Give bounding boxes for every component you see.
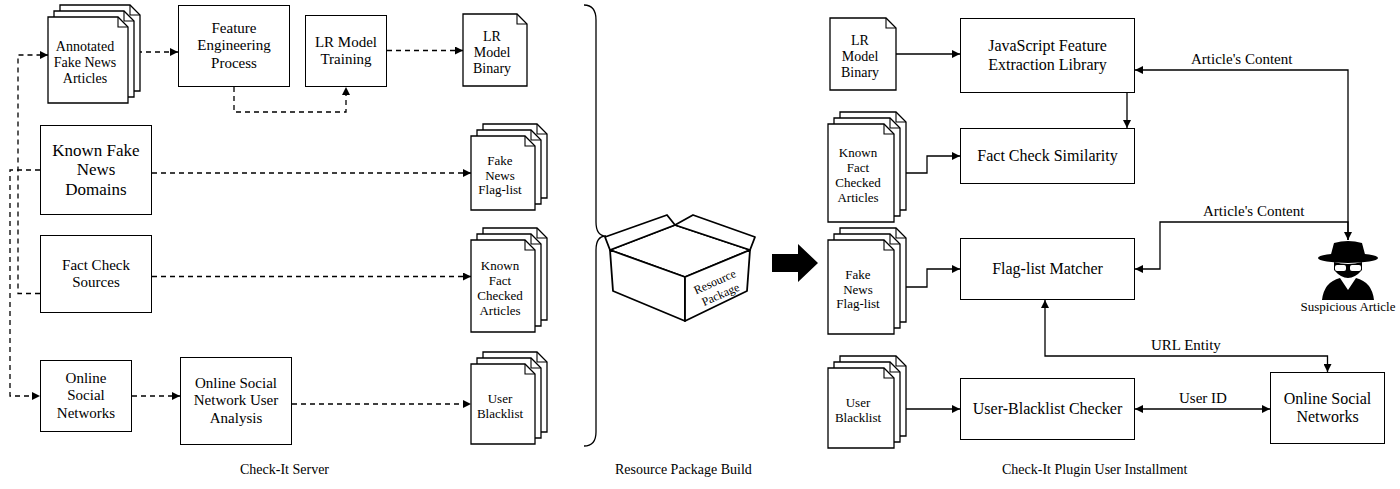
document-shape: LR Model Binary xyxy=(830,18,896,90)
node-label: LR Model Binary xyxy=(833,33,887,81)
process-box: Online Social Networks xyxy=(1270,372,1385,444)
connector xyxy=(152,276,471,277)
process-box: Online Social Network User Analysis xyxy=(180,357,292,445)
node-label: Suspicious Article xyxy=(1301,300,1396,315)
connector xyxy=(1045,300,1328,372)
node-label: Fake News Flag-list xyxy=(474,154,526,199)
node-label: User-Blacklist Checker xyxy=(973,400,1122,418)
node-label: Online Social Networks xyxy=(45,370,127,422)
document-shape: Annotated Fake News Articles xyxy=(48,5,140,103)
connector xyxy=(896,53,960,54)
process-box: JavaScript Feature Extraction Library xyxy=(960,18,1135,93)
document-shape: LR Model Binary xyxy=(463,14,527,86)
node-label: Fact Check Similarity xyxy=(977,147,1117,165)
node-label: Annotated Fake News Articles xyxy=(51,39,119,87)
connector xyxy=(1126,93,1127,128)
process-box: LR Model Training xyxy=(305,15,387,87)
process-box: Known Fake News Domains xyxy=(40,125,152,215)
connector xyxy=(1135,408,1270,409)
section-caption: Check-It Server xyxy=(238,462,331,478)
document-shape: Fake News Flag-list xyxy=(471,124,547,210)
document-outline xyxy=(48,5,140,103)
edge-label: Article's Content xyxy=(1201,203,1306,220)
section-caption: Check-It Plugin User Installment xyxy=(1000,462,1189,478)
document-shape: Fake News Flag-list xyxy=(828,228,906,334)
process-box: Online Social Networks xyxy=(40,360,132,432)
connector xyxy=(152,172,471,173)
node-label: Online Social Networks xyxy=(1275,390,1380,427)
spy-icon xyxy=(1316,240,1380,300)
suspicious-article-icon: Suspicious Article xyxy=(1300,240,1396,340)
node-label: User Blacklist xyxy=(831,396,885,426)
process-box: User-Blacklist Checker xyxy=(960,378,1135,440)
build-arrow xyxy=(772,244,818,282)
process-box: Fact Check Similarity xyxy=(960,128,1135,184)
process-box: Flag-list Matcher xyxy=(960,238,1135,300)
node-label: User Blacklist xyxy=(474,392,526,422)
connector xyxy=(1135,222,1348,269)
edge-label: Article's Content xyxy=(1189,51,1294,68)
connector xyxy=(1135,70,1348,240)
document-shape: User Blacklist xyxy=(828,356,906,448)
process-box: Feature Engineering Process xyxy=(178,5,290,87)
node-label: Fact Check Sources xyxy=(45,257,147,292)
node-label: Known Fact Checked Articles xyxy=(474,259,526,319)
document-shape: User Blacklist xyxy=(471,352,547,444)
node-label: Known Fake News Domains xyxy=(45,141,147,200)
connector xyxy=(292,403,471,404)
connector xyxy=(387,50,463,51)
document-shape: Known Fact Checked Articles xyxy=(828,112,906,222)
node-label: Feature Engineering Process xyxy=(183,20,285,72)
section-caption: Resource Package Build xyxy=(613,462,754,478)
node-label: Fake News Flag-list xyxy=(831,268,885,313)
edge-label: User ID xyxy=(1177,390,1229,407)
connector xyxy=(234,87,346,112)
node-label: Known Fact Checked Articles xyxy=(831,146,885,206)
document-shape: Known Fact Checked Articles xyxy=(471,228,547,332)
edge-label: URL Entity xyxy=(1149,337,1223,354)
node-label: JavaScript Feature Extraction Library xyxy=(965,37,1130,74)
package-box: Resource Package xyxy=(605,215,755,327)
node-label: LR Model Training xyxy=(310,34,382,69)
node-label: LR Model Binary xyxy=(466,29,518,77)
group-bracket xyxy=(584,5,606,446)
node-label: Flag-list Matcher xyxy=(992,260,1103,278)
process-box: Fact Check Sources xyxy=(40,235,152,313)
connector xyxy=(132,395,180,396)
connector xyxy=(10,170,40,396)
node-label: Online Social Network User Analysis xyxy=(185,375,287,427)
